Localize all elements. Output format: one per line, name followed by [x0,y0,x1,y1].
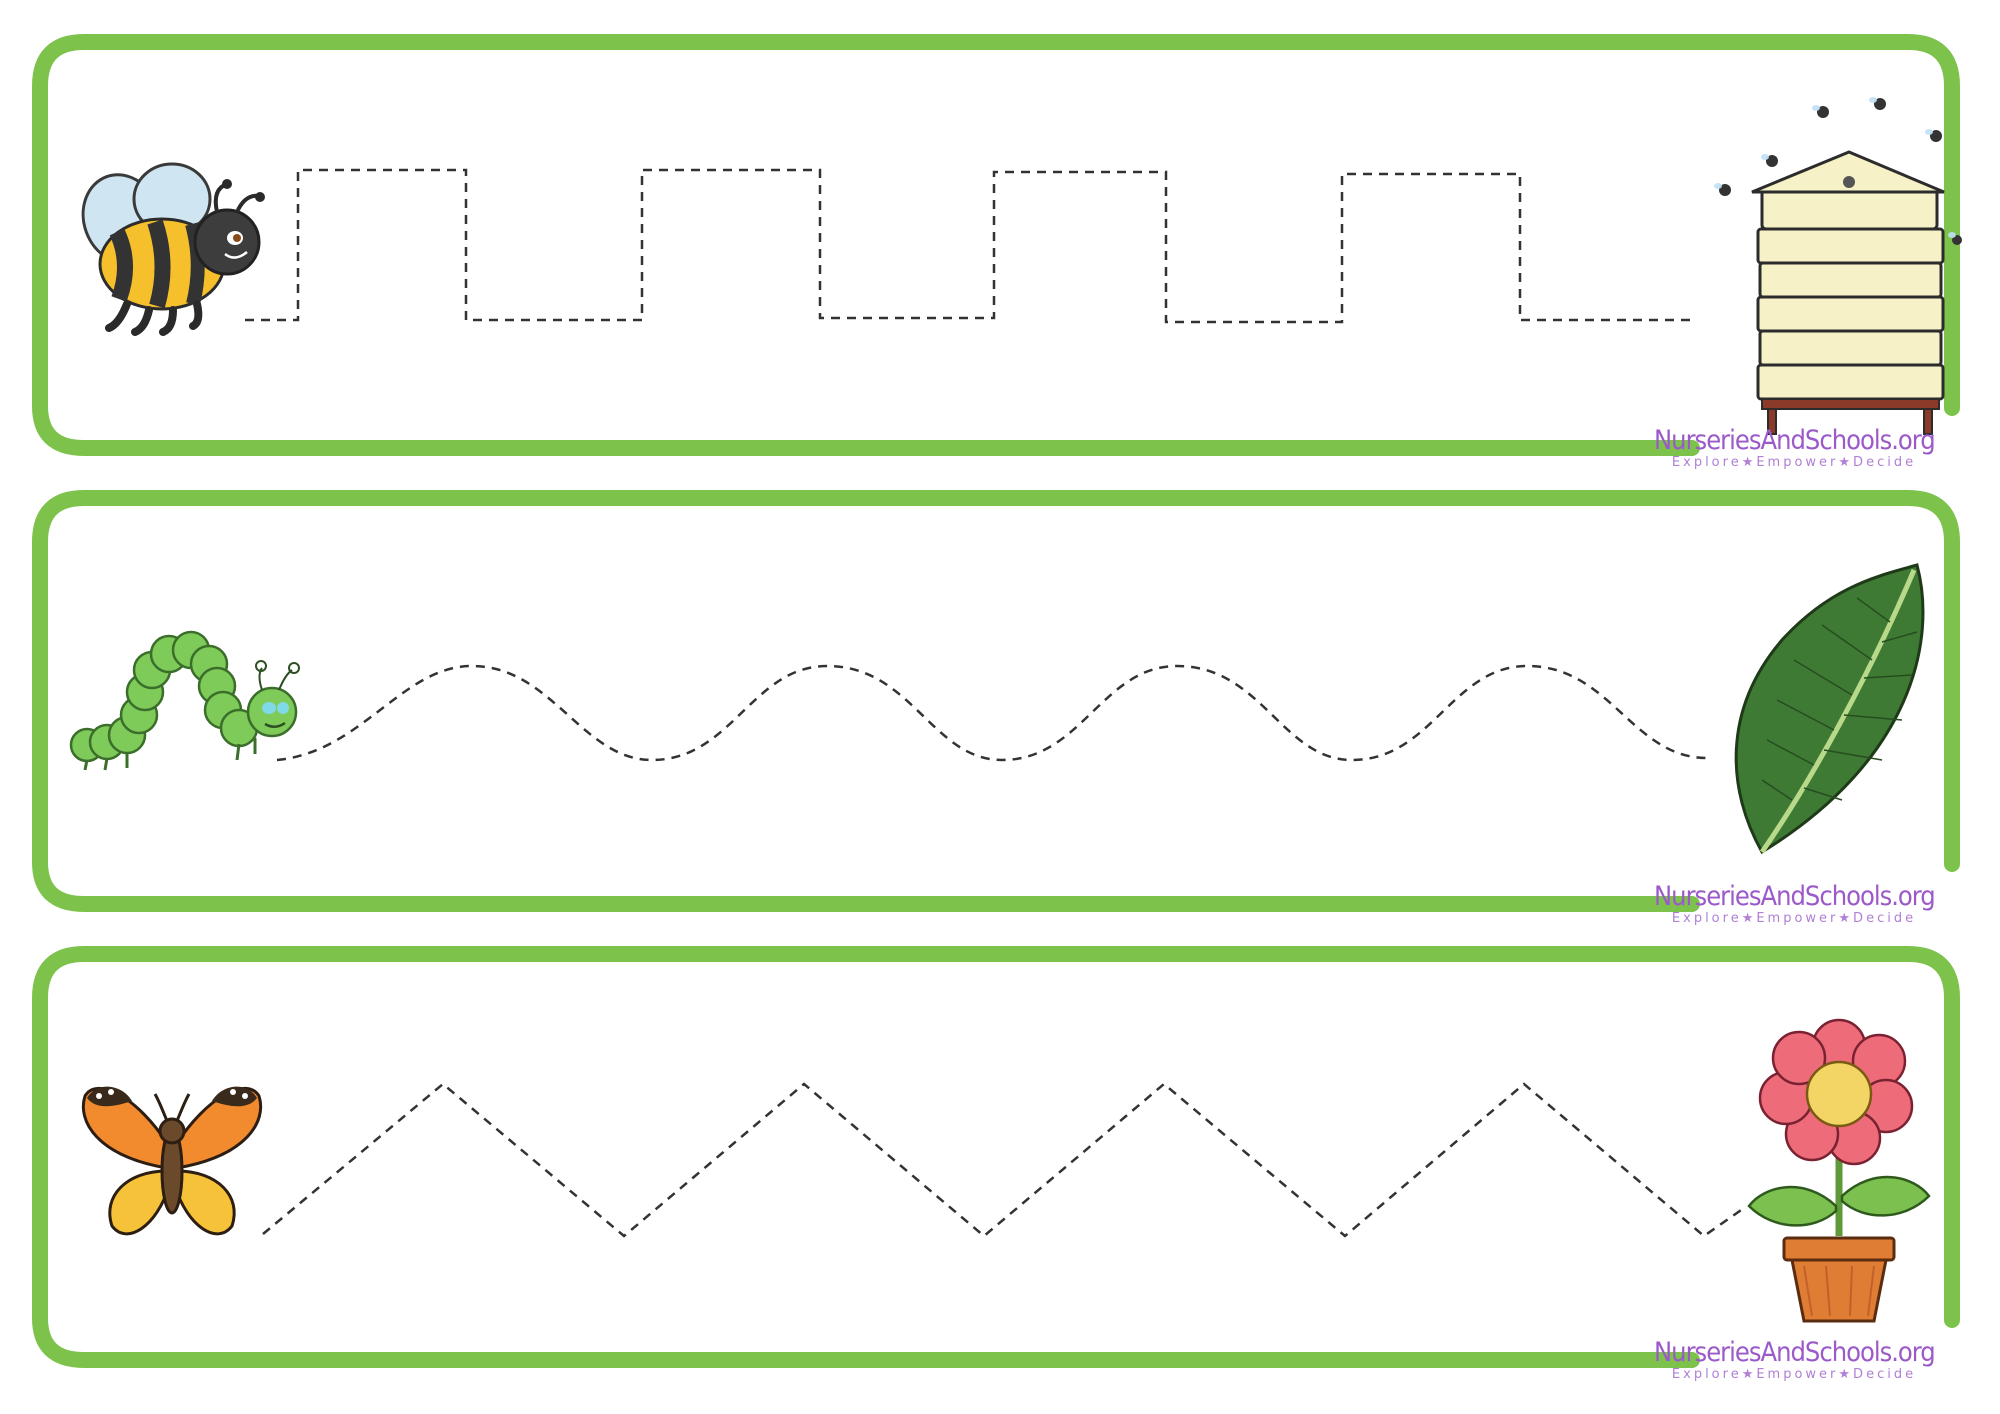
tracing-panel-butterfly: NurseriesAndSchools.org Explore★Empower★… [32,946,1970,1382]
beehive-icon [1714,97,1962,435]
caterpillar-icon [69,630,300,771]
leaf-icon [1734,563,1925,855]
butterfly-icon [81,1086,263,1236]
panel-border [32,490,1960,912]
logo-tagline: Explore★Empower★Decide [1671,455,1917,470]
panel-border [32,946,1960,1368]
logo-tagline: Explore★Empower★Decide [1671,911,1917,926]
square-wave-trace-path[interactable] [32,34,1970,458]
zigzag-trace-path[interactable] [32,946,1970,1370]
curved-wave-trace-path[interactable] [32,490,1970,914]
logo-brand-text: NurseriesAndSchools.org [1654,1337,1936,1368]
brand-logo: NurseriesAndSchools.org Explore★Empower★… [1654,881,1936,926]
bee-icon [81,162,265,336]
brand-logo: NurseriesAndSchools.org Explore★Empower★… [1654,1337,1936,1382]
logo-brand-text: NurseriesAndSchools.org [1654,881,1936,912]
logo-brand-text: NurseriesAndSchools.org [1654,425,1936,456]
tracing-panel-caterpillar: NurseriesAndSchools.org Explore★Empower★… [32,490,1970,926]
tracing-panel-bee: NurseriesAndSchools.org Explore★Empower★… [32,34,1970,470]
brand-logo: NurseriesAndSchools.org Explore★Empower★… [1654,425,1936,470]
panel-border [32,34,1960,456]
logo-tagline: Explore★Empower★Decide [1671,1367,1917,1382]
flower-pot-icon [1747,1018,1931,1323]
